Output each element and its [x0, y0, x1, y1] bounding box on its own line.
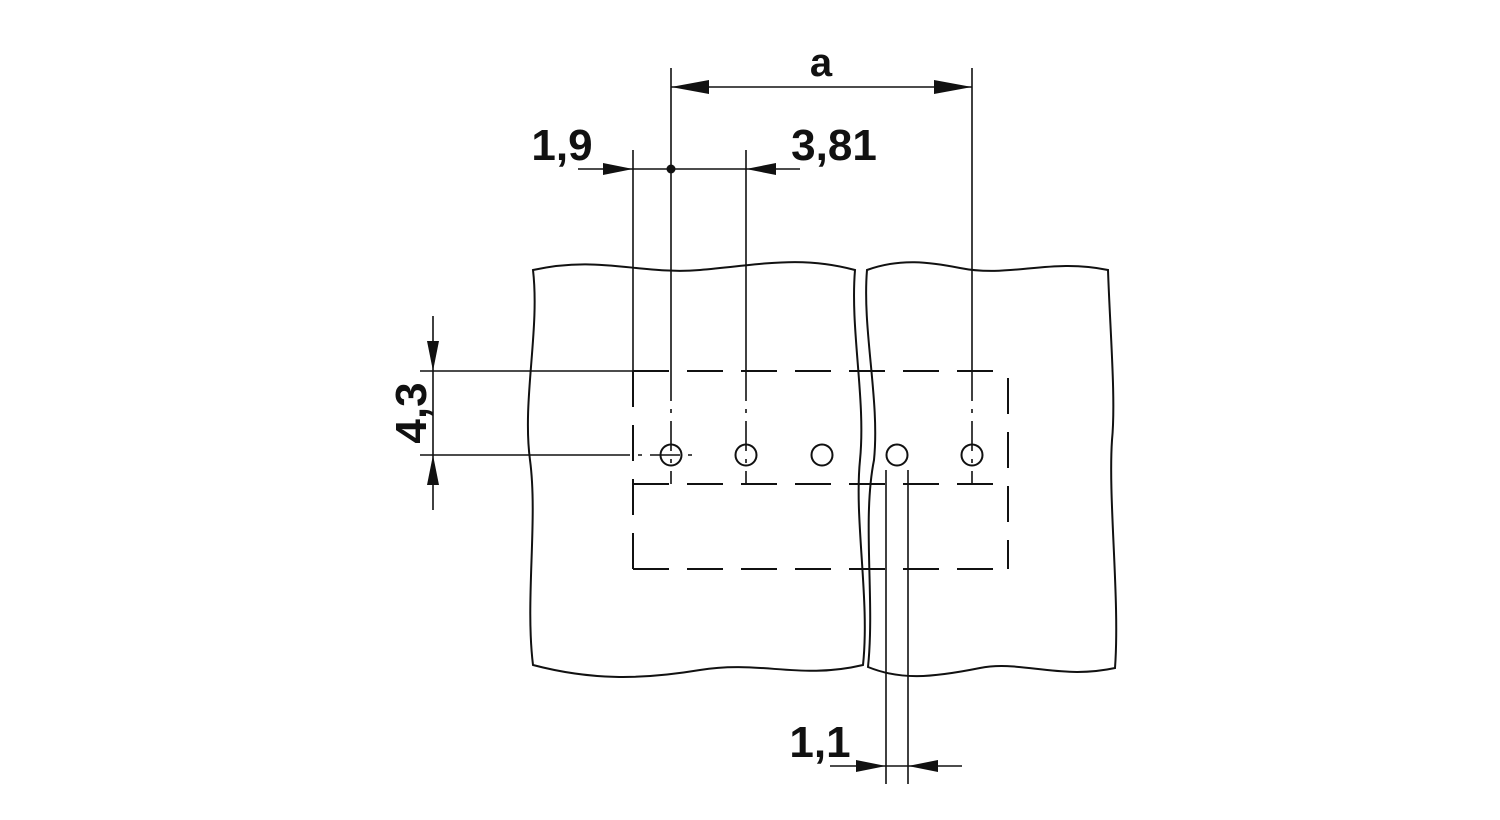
- dimension-row-offset-label: 4,3: [387, 382, 436, 443]
- dimension-row-offset: 4,3: [387, 316, 439, 510]
- drill-hole: [659, 443, 683, 467]
- drill-holes: [659, 443, 984, 467]
- dimension-hole-diameter-label: 1,1: [789, 718, 850, 767]
- dimension-pitch-label: 3,81: [791, 121, 877, 170]
- pin-centerlines: [600, 371, 973, 484]
- extension-lines: [420, 68, 973, 784]
- dimension-a-label: a: [810, 41, 833, 85]
- right-board-outline: [865, 261, 1118, 678]
- drill-hole: [810, 443, 834, 467]
- connector-outline: [632, 370, 1009, 570]
- drill-hole: [885, 443, 909, 467]
- dimension-offset-pitch: 1,9 3,81: [531, 121, 877, 175]
- drill-hole: [960, 443, 984, 467]
- drill-hole: [734, 443, 758, 467]
- left-board-outline: [526, 261, 866, 678]
- dimension-hole-diameter: 1,1: [789, 718, 962, 772]
- dimension-offset-label: 1,9: [531, 121, 592, 170]
- dimension-a: a: [671, 41, 972, 94]
